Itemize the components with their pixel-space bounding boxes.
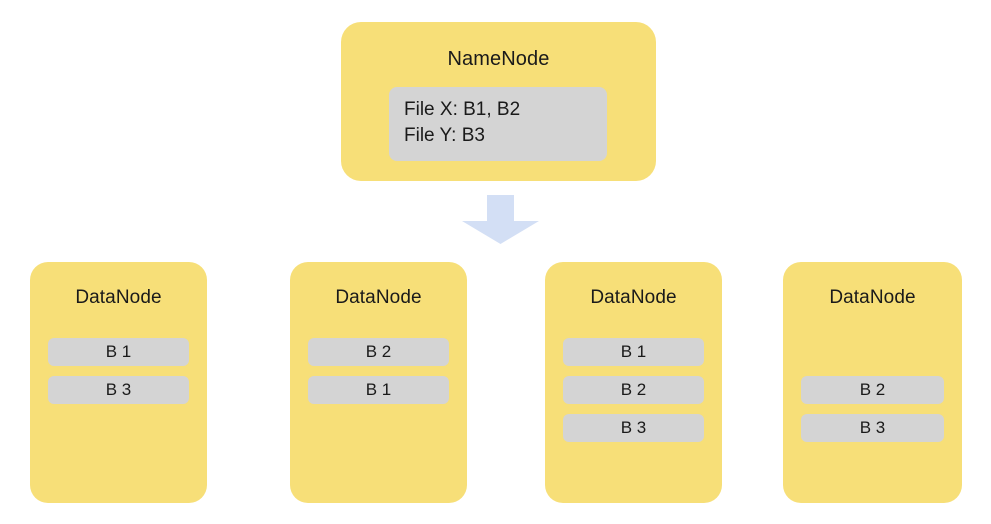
block-label: B 1 xyxy=(365,380,392,399)
metadata-line-file-x: File X: B1, B2 xyxy=(404,99,521,120)
arrow-down-icon xyxy=(462,195,539,244)
datanode-card-2: DataNode B 2 B 1 xyxy=(290,262,467,503)
namenode-title: NameNode xyxy=(447,48,550,70)
namenode-metadata-box: File X: B1, B2 File Y: B3 xyxy=(389,87,607,161)
datanode-card-1: DataNode B 1 B 3 xyxy=(30,262,207,503)
block-label: B 1 xyxy=(620,342,647,361)
block-chip: B 2 xyxy=(308,338,449,366)
block-chip: B 2 xyxy=(563,376,704,404)
metadata-line-file-y: File Y: B3 xyxy=(404,125,485,146)
block-label: B 2 xyxy=(620,380,647,399)
datanode-2-title: DataNode xyxy=(335,287,422,308)
block-chip: B 3 xyxy=(48,376,189,404)
block-chip: B 1 xyxy=(563,338,704,366)
block-chip: B 1 xyxy=(308,376,449,404)
block-chip: B 3 xyxy=(801,414,944,442)
block-label: B 2 xyxy=(859,380,886,399)
datanode-card-3: DataNode B 1 B 2 B 3 xyxy=(545,262,722,503)
namenode-card: NameNode File X: B1, B2 File Y: B3 xyxy=(341,22,656,181)
block-label: B 2 xyxy=(365,342,392,361)
block-label: B 1 xyxy=(105,342,132,361)
block-label: B 3 xyxy=(620,418,647,437)
datanode-card-4: DataNode B 2 B 3 xyxy=(783,262,962,503)
datanode-1-title: DataNode xyxy=(75,287,162,308)
block-chip: B 1 xyxy=(48,338,189,366)
block-chip: B 3 xyxy=(563,414,704,442)
block-label: B 3 xyxy=(105,380,132,399)
block-chip: B 2 xyxy=(801,376,944,404)
datanode-4-title: DataNode xyxy=(829,287,916,308)
datanode-3-title: DataNode xyxy=(590,287,677,308)
block-label: B 3 xyxy=(859,418,886,437)
